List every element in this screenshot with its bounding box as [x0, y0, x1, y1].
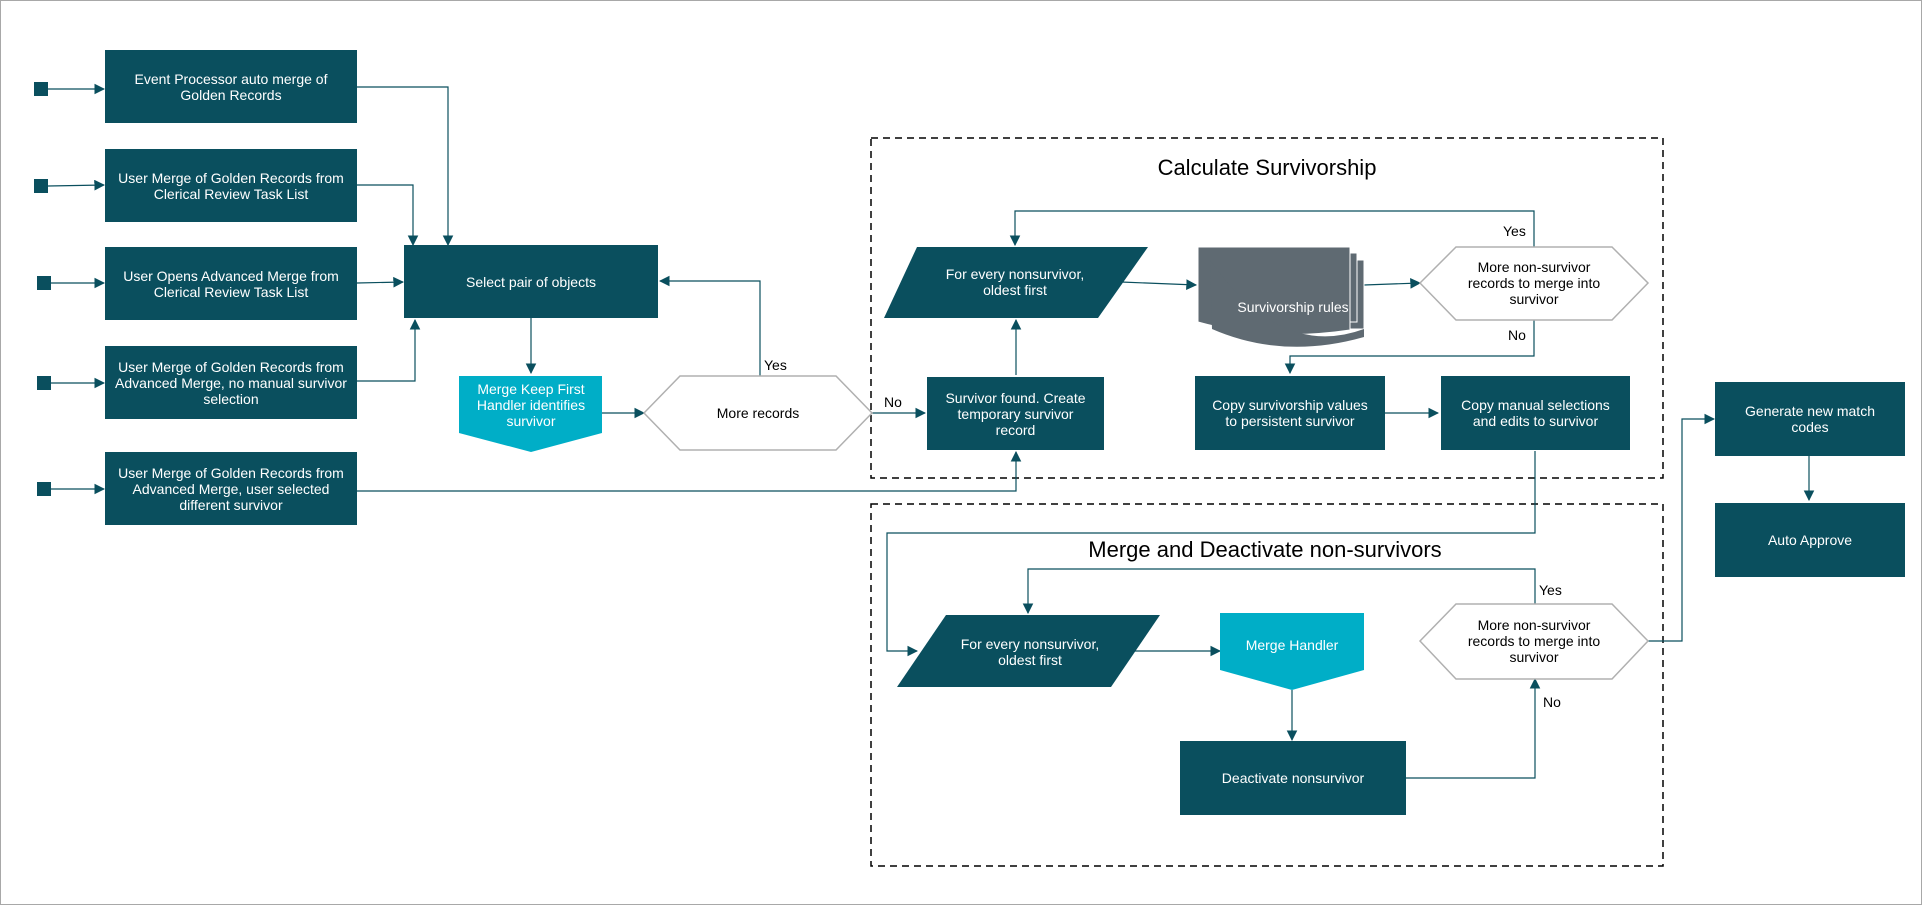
merge-no-label: No — [1543, 694, 1561, 710]
calculate-survivorship-title: Calculate Survivorship — [1157, 155, 1377, 180]
trigger-advanced-merge-user-selected: User Merge of Golden Records from Advanc… — [105, 452, 357, 525]
calc-for-every-label: For every nonsurvivor, oldest first — [945, 266, 1085, 298]
start-marker-1 — [34, 82, 48, 96]
more-records-yes-label: Yes — [764, 357, 787, 373]
trigger-advanced-merge-no-selection: User Merge of Golden Records from Advanc… — [105, 346, 357, 419]
more-records-no-label: No — [884, 394, 902, 410]
start-marker-5 — [37, 482, 51, 496]
calc-more-nonsurvivor-label: More non-survivor records to merge into … — [1467, 259, 1601, 307]
more-records-shape — [642, 375, 874, 451]
calc-yes-label: Yes — [1503, 223, 1526, 239]
auto-approve: Auto Approve — [1715, 503, 1905, 577]
calculate-survivorship-group — [870, 137, 1664, 479]
merge-more-nonsurvivor-label: More non-survivor records to merge into … — [1467, 617, 1601, 665]
calc-no-label: No — [1508, 327, 1526, 343]
start-marker-2 — [34, 179, 48, 193]
merge-for-every-label: For every nonsurvivor, oldest first — [960, 636, 1100, 668]
merge-deactivate-title: Merge and Deactivate non-survivors — [1088, 537, 1442, 562]
merge-for-every-shape — [897, 615, 1160, 687]
merge-handler-shape — [1220, 613, 1364, 690]
merge-more-nonsurvivor-shape — [1418, 603, 1650, 680]
survivorship-rules-shape — [1197, 246, 1365, 347]
merge-handler-label: Merge Handler — [1245, 637, 1339, 653]
merge-keep-first-label: Merge Keep First Handler identifies surv… — [476, 381, 586, 429]
generate-match-codes: Generate new match codes — [1715, 382, 1905, 456]
trigger-user-merge-clerical: User Merge of Golden Records from Cleric… — [105, 149, 357, 222]
select-pair-of-objects: Select pair of objects — [404, 245, 658, 318]
calc-for-every-shape — [884, 247, 1148, 318]
start-marker-3 — [37, 276, 51, 290]
survivorship-rules-label: Survivorship rules — [1237, 299, 1349, 315]
merge-deactivate-group — [870, 503, 1664, 867]
survivor-found-box: Survivor found. Create temporary survivo… — [927, 377, 1104, 450]
trigger-advanced-merge-clerical: User Opens Advanced Merge from Clerical … — [105, 247, 357, 320]
start-marker-4 — [37, 376, 51, 390]
more-records-label: More records — [716, 405, 800, 421]
calc-more-nonsurvivor-shape — [1418, 246, 1650, 321]
deactivate-nonsurvivor: Deactivate nonsurvivor — [1180, 741, 1406, 815]
merge-yes-label: Yes — [1539, 582, 1562, 598]
copy-survivorship-values: Copy survivorship values to persistent s… — [1195, 376, 1385, 450]
trigger-event-processor: Event Processor auto merge of Golden Rec… — [105, 50, 357, 123]
copy-manual-selections: Copy manual selections and edits to surv… — [1441, 376, 1630, 450]
merge-keep-first-shape — [459, 376, 602, 452]
